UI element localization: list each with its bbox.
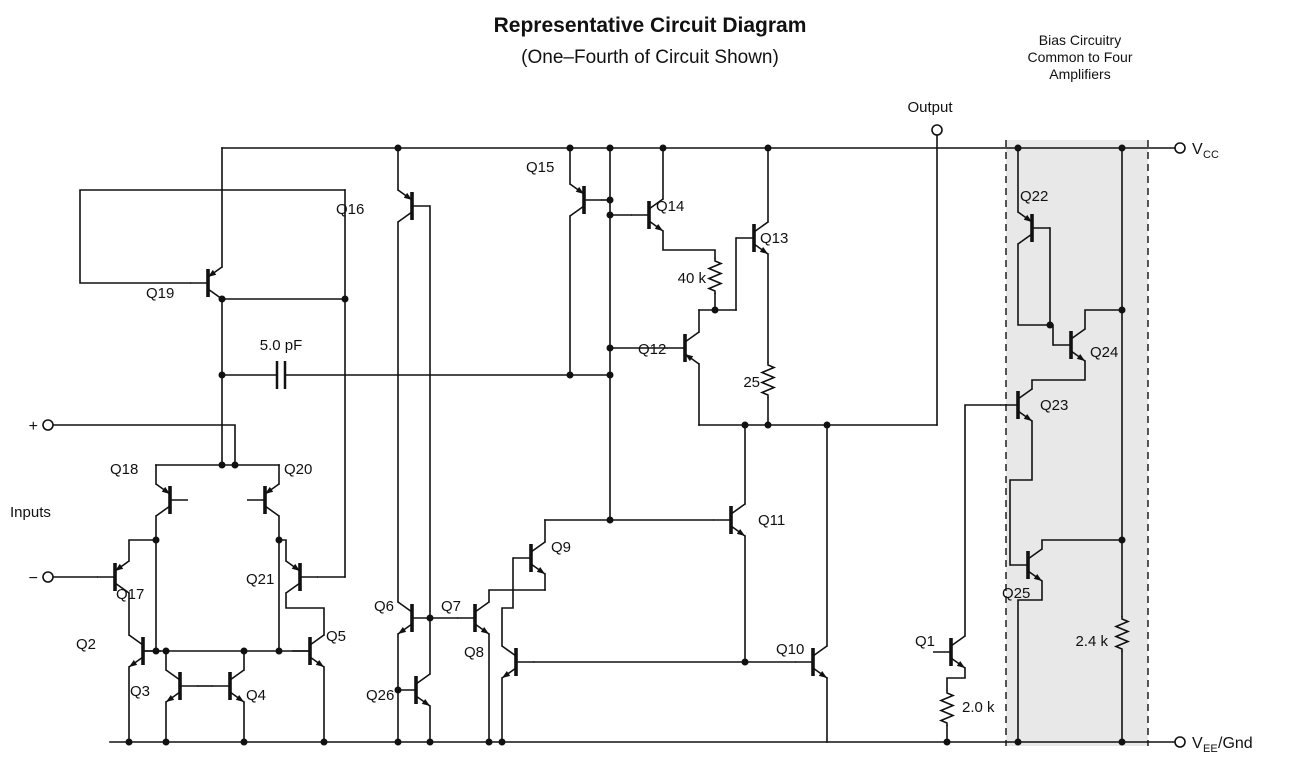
label-q10: Q10 [776, 641, 804, 658]
page-title: Representative Circuit Diagram [494, 14, 807, 37]
label-q14: Q14 [656, 198, 684, 215]
resistor-2k0 [940, 689, 954, 727]
label-q17: Q17 [116, 586, 144, 603]
label-q26: Q26 [366, 687, 394, 704]
transistor-q26 [396, 672, 432, 708]
label-q7: Q7 [441, 598, 461, 615]
label-res-2k4: 2.4 k [1075, 633, 1108, 650]
minus-label: − [29, 570, 38, 587]
transistor-q5 [290, 633, 326, 669]
vee-terminal [1174, 736, 1186, 748]
label-q16: Q16 [336, 201, 364, 218]
transistor-q6 [396, 600, 432, 636]
capacitor-comp [275, 361, 287, 389]
transistor-q11 [711, 502, 747, 538]
label-res-2k0: 2.0 k [962, 699, 995, 716]
transistor-q18 [154, 482, 190, 518]
label-q2: Q2 [76, 636, 96, 653]
inputs-label: Inputs [10, 504, 51, 521]
label-res-40k: 40 k [678, 270, 707, 287]
vcc-terminal [1174, 142, 1186, 154]
label-q6: Q6 [374, 598, 394, 615]
terminal-circles [42, 124, 1186, 748]
label-q8: Q8 [464, 644, 484, 661]
label-q4: Q4 [246, 687, 266, 704]
transistor-q20 [245, 482, 281, 518]
transistor-q4 [210, 668, 246, 704]
label-res-25: 25 [743, 374, 760, 391]
resistor-40k [708, 257, 722, 295]
label-q19: Q19 [146, 285, 174, 302]
bias-region-borders [1005, 140, 1149, 746]
page-subtitle: (One–Fourth of Circuit Shown) [521, 47, 779, 68]
plus-label: + [29, 418, 38, 435]
label-q9: Q9 [551, 539, 571, 556]
label-q22: Q22 [1020, 188, 1048, 205]
label-q18: Q18 [110, 461, 138, 478]
minus-input-terminal [42, 571, 54, 583]
output-label: Output [907, 99, 953, 116]
plus-input-terminal [42, 419, 54, 431]
output-terminal [931, 124, 943, 136]
transistor-q15 [568, 182, 604, 218]
label-q20: Q20 [284, 461, 312, 478]
transistor-q7 [455, 600, 491, 636]
label-q13: Q13 [760, 230, 788, 247]
vee-label: V [1192, 735, 1203, 752]
label-q15: Q15 [526, 159, 554, 176]
transistor-q21 [284, 559, 320, 595]
transistor-q12 [665, 330, 701, 366]
vcc-label: V [1192, 141, 1203, 158]
label-q21: Q21 [246, 571, 274, 588]
label-q3: Q3 [130, 683, 150, 700]
transistor-q8 [500, 644, 536, 680]
label-cap-5p0: 5.0 pF [260, 337, 303, 354]
vcc-label-sub: CC [1203, 149, 1219, 161]
transistor-q19 [188, 265, 224, 301]
label-q24: Q24 [1090, 344, 1118, 361]
label-q25: Q25 [1002, 585, 1030, 602]
bias-note-line1: Bias Circuitry [1039, 32, 1121, 48]
label-q23: Q23 [1040, 397, 1068, 414]
label-q12: Q12 [638, 341, 666, 358]
resistor-25 [761, 361, 775, 399]
transistor-q1 [931, 634, 967, 670]
label-q1: Q1 [915, 633, 935, 650]
vee-label-suffix: /Gnd [1218, 735, 1253, 752]
labels: Representative Circuit Diagram (One–Four… [10, 14, 1253, 755]
junction-dots [125, 144, 1126, 746]
bias-note-line3: Amplifiers [1049, 66, 1110, 82]
wires [52, 134, 1176, 743]
bias-note-line2: Common to Four [1027, 49, 1132, 65]
transistor-q9 [511, 540, 547, 576]
label-q5: Q5 [326, 628, 346, 645]
vee-label-sub: EE [1203, 743, 1218, 755]
transistor-q3 [164, 668, 200, 704]
label-q11: Q11 [758, 512, 785, 529]
bias-region [1006, 140, 1148, 746]
transistor-q16 [396, 188, 432, 224]
